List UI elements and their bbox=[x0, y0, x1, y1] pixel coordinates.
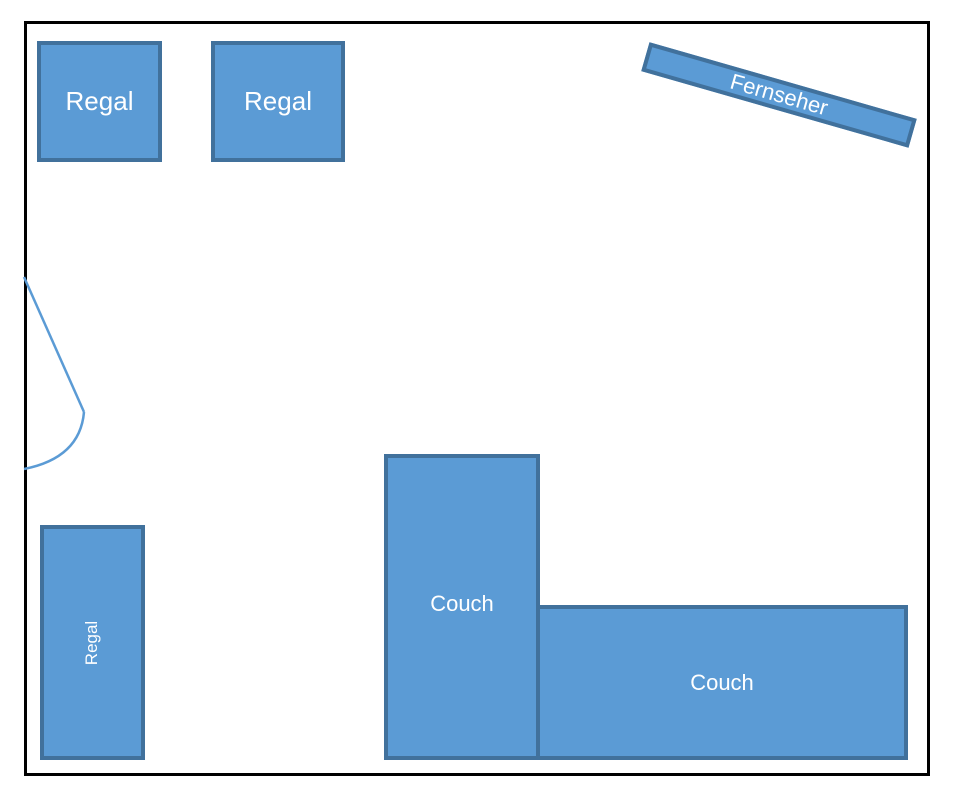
couch-horizontal: Couch bbox=[536, 605, 908, 760]
shelf-label: Regal bbox=[244, 86, 312, 116]
shelf-label: Regal bbox=[82, 620, 102, 665]
shelf-top-left: Regal bbox=[37, 41, 162, 162]
couch-vertical: Couch bbox=[384, 454, 540, 760]
shelf-label: Regal bbox=[65, 86, 134, 116]
couch-label: Couch bbox=[430, 591, 494, 616]
shelf-bottom-left: Regal bbox=[40, 525, 145, 760]
shelf-top-middle: Regal bbox=[211, 41, 345, 162]
couch-label: Couch bbox=[690, 669, 754, 695]
